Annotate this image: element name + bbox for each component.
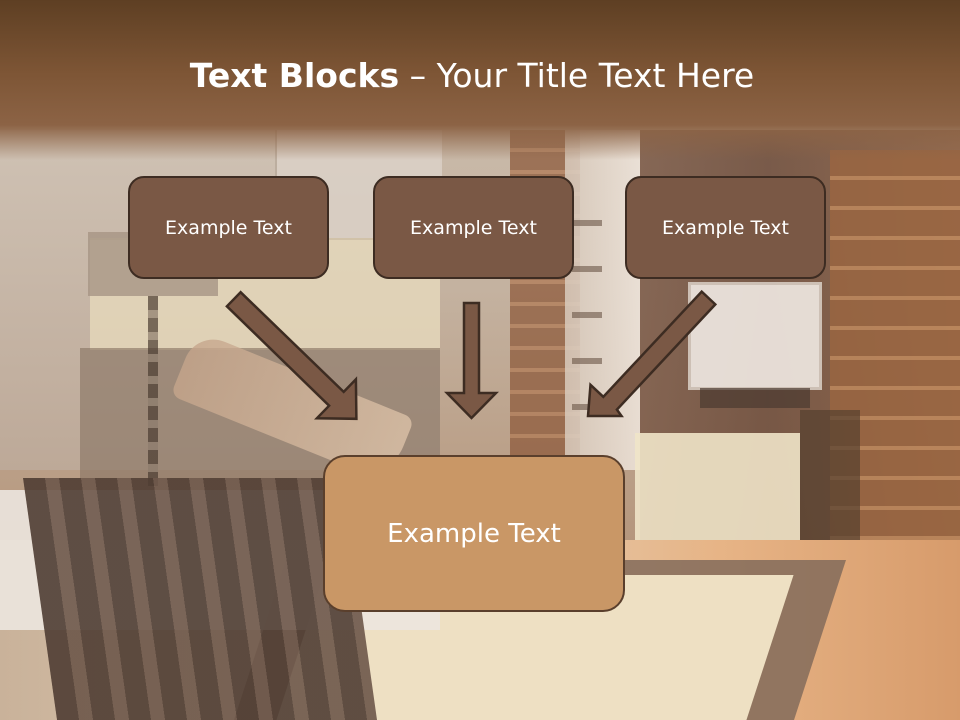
bg-tv-stand: [700, 388, 810, 408]
text-block-2-label: Example Text: [410, 216, 537, 239]
header-band: [0, 0, 960, 160]
slide-title[interactable]: Text Blocks – Your Title Text Here: [0, 52, 944, 100]
bg-lamp-stand: [148, 296, 158, 486]
arrow-center: [444, 301, 499, 420]
text-block-1-label: Example Text: [165, 216, 292, 239]
target-text-block-label: Example Text: [387, 518, 561, 549]
title-rest: Your Title Text Here: [436, 56, 755, 95]
text-block-2[interactable]: Example Text: [373, 176, 574, 279]
target-text-block[interactable]: Example Text: [323, 455, 625, 612]
title-dash: –: [399, 56, 437, 95]
text-block-3-label: Example Text: [662, 216, 789, 239]
title-bold: Text Blocks: [189, 56, 400, 95]
arrow-left: [225, 290, 358, 421]
text-block-3[interactable]: Example Text: [625, 176, 826, 279]
arrow-right: [586, 289, 718, 418]
text-block-1[interactable]: Example Text: [128, 176, 329, 279]
